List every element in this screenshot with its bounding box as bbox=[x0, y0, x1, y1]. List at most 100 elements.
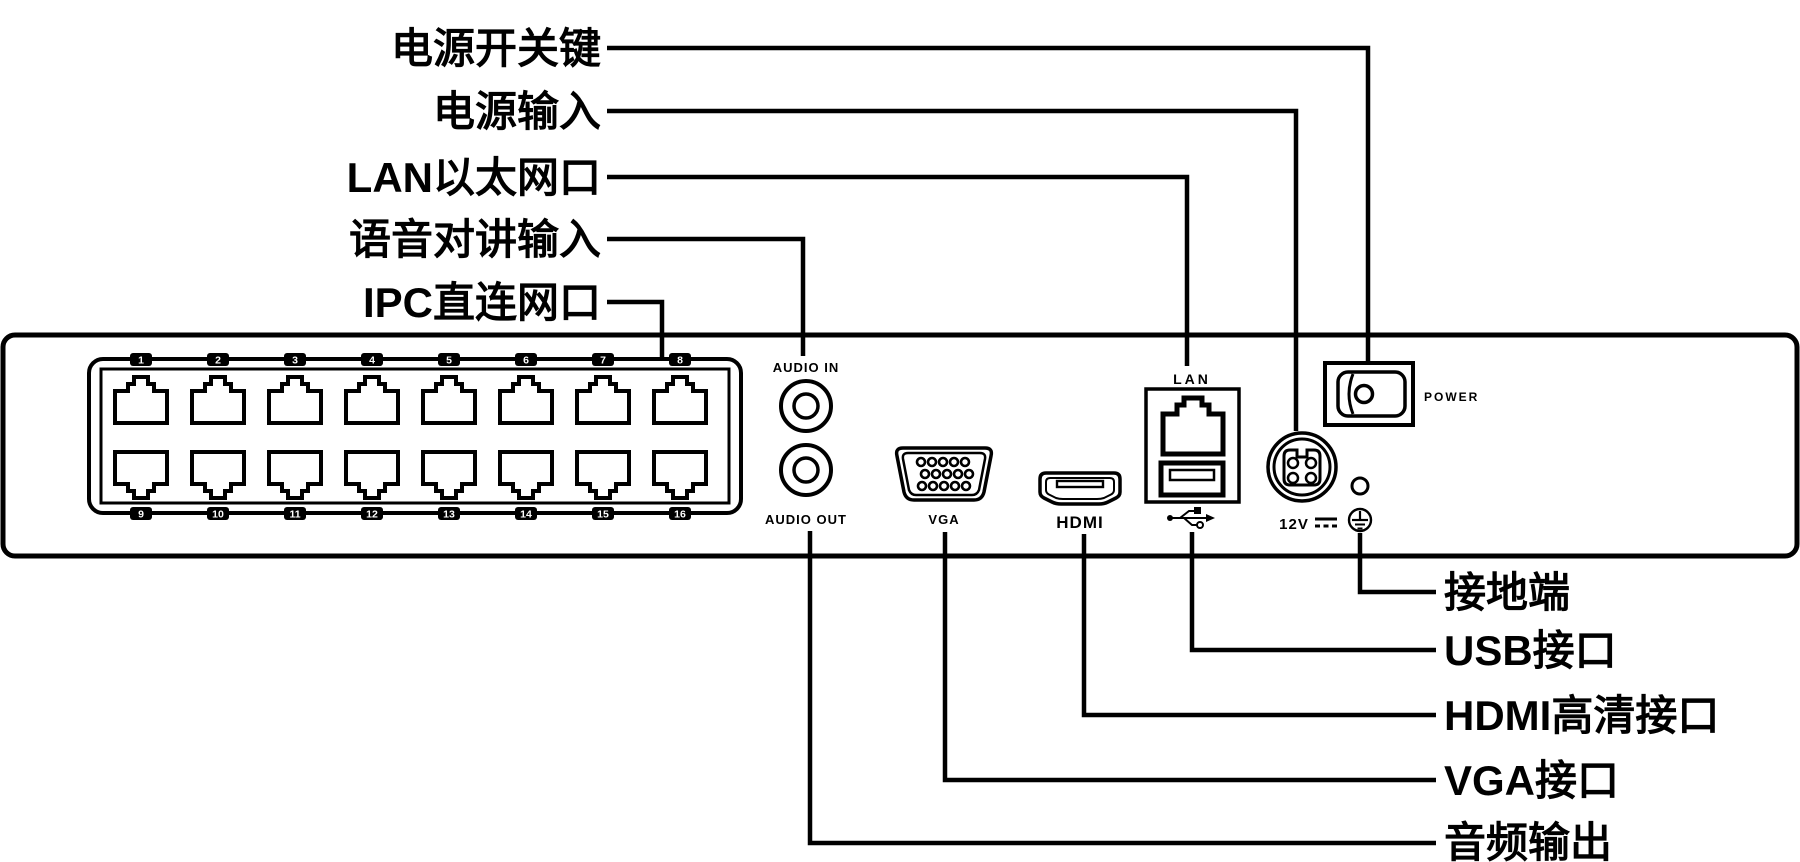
audio-out-label: AUDIO OUT bbox=[765, 512, 847, 527]
port-number-badge: 3 bbox=[284, 353, 306, 367]
callout-ground-terminal: 接地端 bbox=[1357, 533, 1570, 616]
port-number-badge: 5 bbox=[438, 353, 460, 367]
hdmi-label: HDMI bbox=[1056, 513, 1103, 532]
port-number-badge: 6 bbox=[515, 353, 537, 367]
vga-port: VGA bbox=[894, 446, 994, 527]
callout-label: USB接口 bbox=[1444, 627, 1617, 674]
lan-usb-block: LAN bbox=[1144, 371, 1241, 529]
callout-label: IPC直连网口 bbox=[363, 279, 601, 326]
callout-label: 音频输出 bbox=[1444, 819, 1612, 862]
vga-pin-holes bbox=[915, 456, 975, 492]
callout-power-input: 电源输入 bbox=[433, 88, 1299, 431]
power-label: POWER bbox=[1424, 390, 1479, 404]
ground-screw bbox=[1350, 476, 1370, 496]
leader-line bbox=[607, 299, 665, 358]
port-group-inner-frame bbox=[99, 367, 731, 505]
port-number-badge: 10 bbox=[207, 507, 229, 521]
leader-line bbox=[607, 174, 1190, 366]
svg-text:7: 7 bbox=[600, 355, 606, 367]
svg-text:4: 4 bbox=[369, 355, 375, 367]
callout-label: VGA接口 bbox=[1444, 757, 1619, 804]
hdmi-pin-bar bbox=[1055, 479, 1105, 489]
callout-usb-port: USB接口 bbox=[1189, 532, 1617, 674]
svg-text:3: 3 bbox=[292, 355, 298, 367]
port-number-badge: 2 bbox=[207, 353, 229, 367]
power-switch-rocker-seam bbox=[1347, 373, 1355, 415]
leader-line bbox=[807, 531, 1436, 846]
svg-text:5: 5 bbox=[446, 355, 452, 367]
callout-ipc-ports: IPC直连网口 bbox=[363, 279, 665, 358]
power-switch: POWER bbox=[1323, 361, 1479, 427]
leader-line bbox=[1189, 532, 1436, 653]
hdmi-port: HDMI bbox=[1038, 471, 1122, 532]
ipc-port-group: 1 2 3 4 5 6 7 8 9 10 11 12 13 14 15 16 bbox=[87, 353, 743, 521]
callout-vga-port: VGA接口 bbox=[942, 532, 1619, 804]
port-number-badges-top: 1 2 3 4 5 6 7 8 bbox=[130, 353, 691, 367]
vga-label: VGA bbox=[928, 512, 959, 527]
power-switch-off-symbol bbox=[1353, 383, 1375, 405]
rj45-jack-icon bbox=[1160, 395, 1226, 457]
port-group-outer-frame bbox=[87, 357, 743, 515]
svg-text:10: 10 bbox=[212, 509, 224, 521]
svg-text:6: 6 bbox=[523, 355, 529, 367]
port-number-badge: 12 bbox=[361, 507, 383, 521]
svg-text:8: 8 bbox=[677, 355, 683, 367]
port-number-badge: 9 bbox=[130, 507, 152, 521]
dc-voltage-label: 12V bbox=[1279, 516, 1309, 533]
callout-audio-in: 语音对讲输入 bbox=[349, 216, 806, 356]
callout-label: HDMI高清接口 bbox=[1444, 692, 1719, 739]
leader-line bbox=[1081, 534, 1436, 718]
port-number-badge: 1 bbox=[130, 353, 152, 367]
callout-label: 电源输入 bbox=[433, 88, 601, 135]
svg-text:2: 2 bbox=[215, 355, 221, 367]
audio-out-jack: AUDIO OUT bbox=[765, 443, 847, 527]
audio-in-jack: AUDIO IN bbox=[773, 360, 840, 433]
audio-in-label: AUDIO IN bbox=[773, 360, 840, 375]
port-number-badge: 4 bbox=[361, 353, 383, 367]
callout-power-switch: 电源开关键 bbox=[391, 25, 1371, 361]
port-number-badge: 11 bbox=[284, 507, 306, 521]
usb-port bbox=[1158, 460, 1226, 498]
callout-label: LAN以太网口 bbox=[347, 154, 601, 201]
rca-jack-pin-icon bbox=[792, 456, 820, 484]
leader-line bbox=[607, 236, 806, 356]
dc-solid-over-dashed-icon bbox=[1315, 517, 1337, 528]
svg-text:11: 11 bbox=[289, 509, 300, 521]
svg-text:9: 9 bbox=[138, 509, 144, 521]
port-number-badge: 7 bbox=[592, 353, 614, 367]
ground-terminal bbox=[1347, 476, 1373, 533]
callout-label: 电源开关键 bbox=[391, 25, 601, 72]
dc-power-input: 12V bbox=[1266, 431, 1338, 533]
usb-socket-tongue bbox=[1168, 468, 1216, 482]
protective-earth-icon bbox=[1347, 507, 1373, 533]
leader-line bbox=[607, 108, 1299, 431]
port-number-badges-bottom: 9 10 11 12 13 14 15 16 bbox=[130, 507, 691, 521]
lan-label: LAN bbox=[1173, 371, 1211, 387]
hdmi-connector-inner-outline bbox=[1045, 477, 1115, 500]
leader-line bbox=[1357, 533, 1436, 595]
port-number-badge: 8 bbox=[669, 353, 691, 367]
svg-text:14: 14 bbox=[520, 509, 532, 521]
port-number-badge: 13 bbox=[438, 507, 460, 521]
callout-hdmi-port: HDMI高清接口 bbox=[1081, 534, 1719, 739]
rca-jack-pin-icon bbox=[792, 392, 820, 420]
svg-text:12: 12 bbox=[366, 509, 378, 521]
port-number-badge: 16 bbox=[669, 507, 691, 521]
callout-audio-out: 音频输出 bbox=[807, 531, 1612, 862]
svg-text:15: 15 bbox=[597, 509, 609, 521]
port-number-badge: 14 bbox=[515, 507, 537, 521]
callout-label: 语音对讲输入 bbox=[349, 216, 601, 263]
usb-trident-icon bbox=[1167, 507, 1215, 529]
callout-lan-port: LAN以太网口 bbox=[347, 154, 1190, 366]
lan-ethernet-port bbox=[1160, 395, 1226, 457]
svg-text:1: 1 bbox=[138, 355, 144, 367]
svg-text:16: 16 bbox=[674, 509, 686, 521]
vga-connector-inner-outline bbox=[901, 451, 987, 497]
callout-label: 接地端 bbox=[1444, 569, 1570, 616]
dc-pins bbox=[1286, 456, 1318, 485]
port-number-badge: 15 bbox=[592, 507, 614, 521]
leader-line bbox=[607, 45, 1371, 361]
leader-line bbox=[942, 532, 1436, 783]
